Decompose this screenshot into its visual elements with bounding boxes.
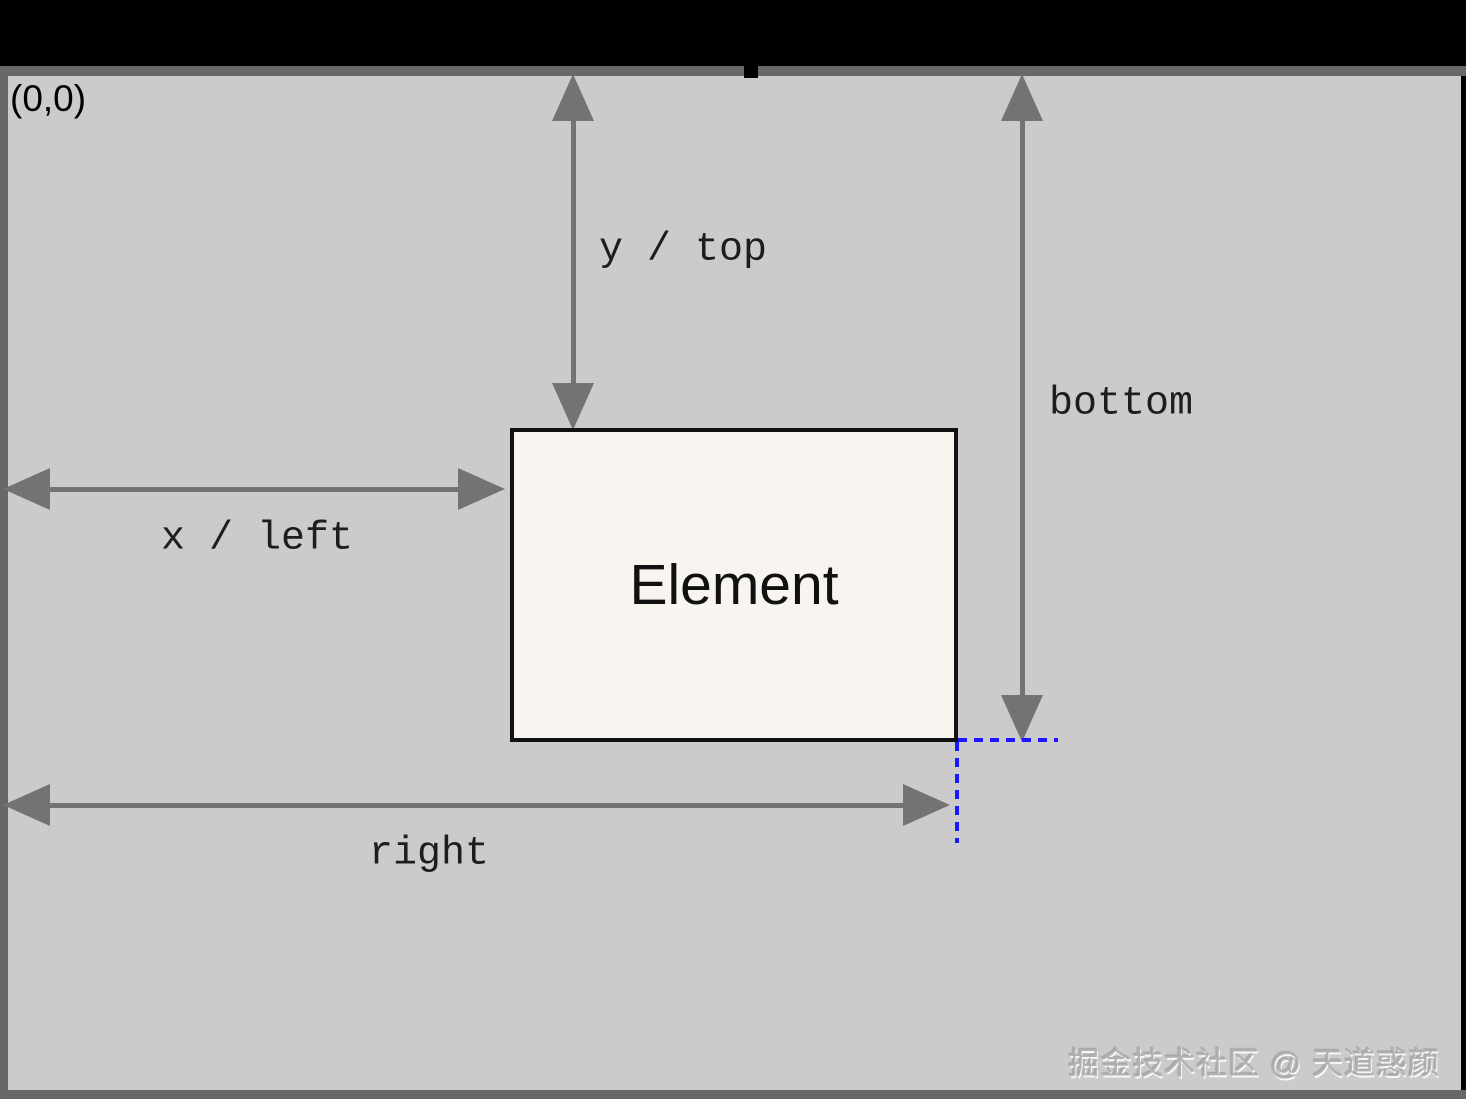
top-bar-notch bbox=[744, 66, 758, 78]
element-box-label: Element bbox=[629, 553, 839, 617]
y-top-label: y / top bbox=[598, 227, 768, 273]
bottom-label: bottom bbox=[1048, 381, 1194, 427]
right-label: right bbox=[368, 831, 490, 877]
x-left-label: x / left bbox=[160, 516, 354, 562]
element-box: Element bbox=[510, 428, 958, 742]
origin-label: (0,0) bbox=[10, 78, 87, 119]
right-edge-strip bbox=[1461, 76, 1466, 1090]
watermark-text: 掘金技术社区 @ 天道惑颜 bbox=[1068, 1046, 1440, 1081]
